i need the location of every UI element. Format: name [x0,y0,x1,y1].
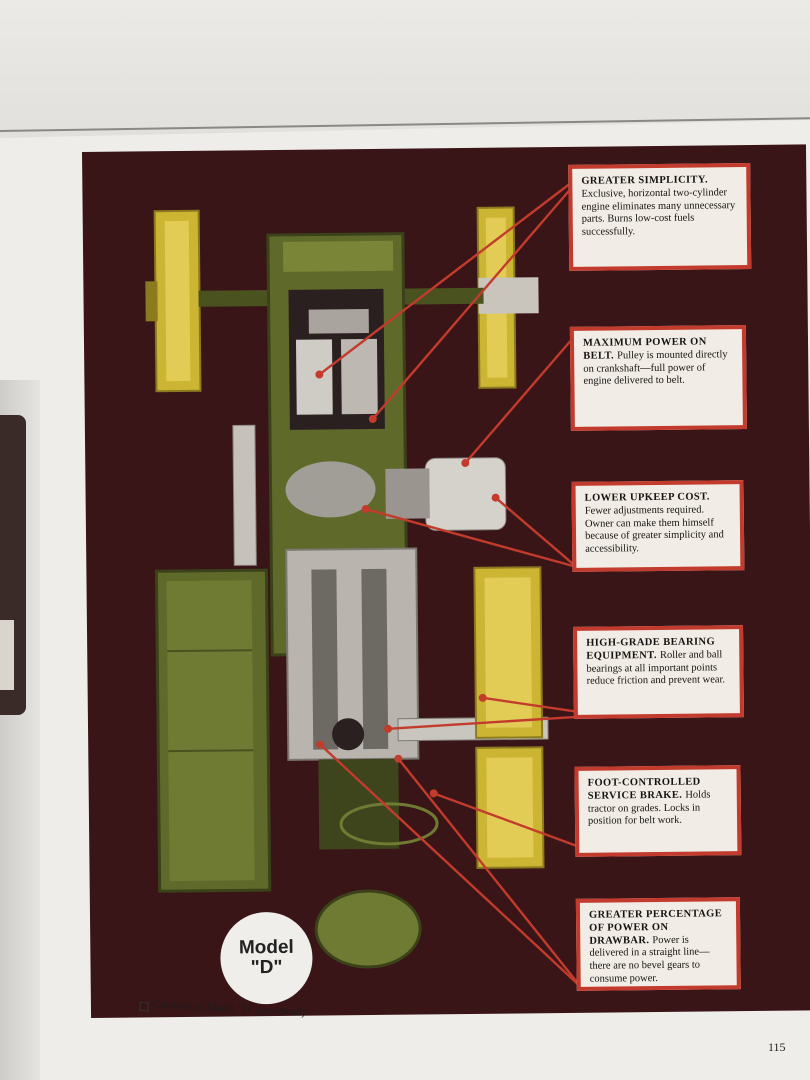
left-page-tab-label [0,620,14,690]
piston-right [340,338,378,415]
drive-chain-left [311,569,339,750]
tractor-cutaway-illustration [145,180,582,988]
seat [314,889,422,969]
callout-leader-lines [318,180,582,988]
callout-arrowheads [315,370,500,798]
front-left-wheel [145,209,202,393]
front-right-wheel [476,206,539,389]
piston-left [295,339,333,415]
valve-head [308,309,369,334]
callout-bearings: HIGH-GRADE BEARING EQUIPMENT. Roller and… [572,625,744,719]
belt-pulley [424,457,507,531]
rear-left-wheel [154,568,272,893]
drive-chain-right [361,568,389,750]
model-badge-line2: "D" [250,956,283,979]
model-badge: Model "D" [219,911,313,1005]
cutaway-plate: GREATER SIMPLICITY. Exclusive, horizonta… [82,144,810,1018]
rear-right-wheel [473,566,545,869]
callout-title: LOWER UPKEEP COST. [584,491,710,504]
page-background-top [0,0,810,140]
callout-upkeep: LOWER UPKEEP COST. Fewer adjustments req… [571,480,745,572]
drawbar-area [318,758,400,850]
model-badge-line1: Model [238,936,294,959]
clutch-housing [385,468,430,519]
callout-belt-power: MAXIMUM POWER ON BELT. Pulley is mounted… [569,325,747,431]
flywheel [232,424,257,566]
callout-body: Fewer adjustments required. Owner can ma… [584,504,724,555]
page-number: 115 [768,1040,786,1054]
callout-title: GREATER SIMPLICITY. [581,174,709,187]
callout-drawbar: GREATER PERCENTAGE OF POWER ON DRAWBAR. … [575,897,741,991]
crankshaft [285,461,376,518]
callout-body: Exclusive, horizontal two-cylinder engin… [581,187,736,238]
caption-marker: B [139,1001,149,1012]
callout-brake: FOOT-CONTROLLED SERVICE BRAKE. Holds tra… [574,765,742,857]
callout-simplicity: GREATER SIMPLICITY. Exclusive, horizonta… [568,163,752,271]
final-drive-sprocket [332,718,365,751]
steering-wheel [339,802,439,846]
callout-title: FOOT-CONTROLLED SERVICE BRAKE. [587,776,701,802]
radiator-top [282,240,394,272]
